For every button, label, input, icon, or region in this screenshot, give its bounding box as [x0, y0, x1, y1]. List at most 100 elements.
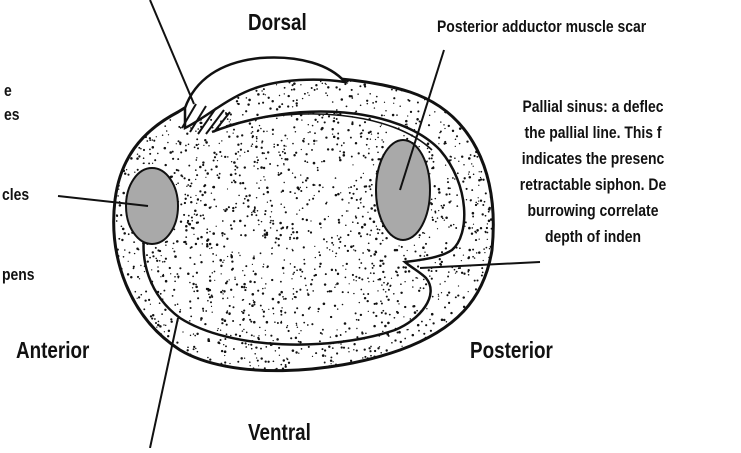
- stipple-dot: [242, 319, 244, 321]
- stipple-dot: [320, 332, 322, 334]
- stipple-dot: [191, 216, 193, 218]
- stipple-dot: [357, 93, 359, 95]
- stipple-dot: [305, 285, 307, 287]
- stipple-dot: [385, 312, 387, 314]
- stipple-dot: [376, 146, 378, 148]
- stipple-dot: [303, 141, 305, 143]
- stipple-dot: [383, 289, 385, 291]
- stipple-dot: [276, 84, 277, 85]
- stipple-dot: [195, 284, 197, 286]
- stipple-dot: [331, 242, 333, 244]
- stipple-dot: [303, 259, 305, 261]
- stipple-dot: [335, 177, 337, 179]
- stipple-dot: [266, 232, 269, 235]
- stipple-dot: [368, 311, 369, 312]
- stipple-dot: [367, 103, 369, 105]
- stipple-dot: [450, 312, 452, 314]
- stipple-dot: [391, 89, 393, 91]
- stipple-dot: [298, 341, 300, 343]
- stipple-dot: [235, 333, 237, 335]
- stipple-dot: [412, 334, 415, 337]
- stipple-dot: [161, 255, 162, 256]
- stipple-dot: [472, 63, 474, 65]
- stipple-dot: [150, 121, 152, 123]
- stipple-dot: [112, 303, 114, 305]
- stipple-dot: [275, 350, 276, 351]
- stipple-dot: [441, 319, 444, 322]
- stipple-dot: [122, 60, 124, 62]
- stipple-dot: [231, 256, 233, 258]
- stipple-dot: [233, 132, 234, 133]
- stipple-dot: [152, 314, 154, 316]
- stipple-dot: [295, 351, 297, 353]
- stipple-dot: [163, 290, 165, 292]
- stipple-dot: [157, 324, 160, 327]
- stipple-dot: [156, 326, 157, 327]
- stipple-dot: [448, 302, 450, 304]
- stipple-dot: [227, 256, 228, 257]
- stipple-dot: [398, 65, 400, 67]
- stipple-dot: [280, 364, 282, 366]
- stipple-dot: [297, 376, 299, 378]
- stipple-dot: [134, 172, 135, 173]
- pallial-sinus-line: the pallial line. This f: [470, 120, 716, 146]
- stipple-dot: [287, 325, 288, 326]
- stipple-dot: [169, 151, 172, 154]
- stipple-dot: [296, 99, 298, 101]
- stipple-dot: [283, 298, 285, 300]
- stipple-dot: [236, 135, 238, 137]
- stipple-dot: [294, 192, 296, 194]
- stipple-dot: [196, 67, 199, 70]
- stipple-dot: [260, 180, 261, 181]
- stipple-dot: [474, 280, 476, 282]
- stipple-dot: [391, 278, 392, 279]
- stipple-dot: [293, 82, 296, 85]
- stipple-dot: [425, 243, 427, 245]
- stipple-dot: [457, 346, 459, 348]
- stipple-dot: [352, 193, 354, 195]
- stipple-dot: [337, 235, 338, 236]
- stipple-dot: [205, 65, 207, 67]
- stipple-dot: [345, 61, 347, 63]
- stipple-dot: [446, 76, 448, 78]
- stipple-dot: [202, 308, 204, 310]
- stipple-dot: [270, 200, 272, 202]
- stipple-dot: [253, 256, 254, 257]
- stipple-dot: [387, 282, 389, 284]
- stipple-dot: [140, 98, 142, 100]
- stipple-dot: [299, 269, 301, 271]
- stipple-dot: [456, 70, 459, 73]
- stipple-dot: [474, 309, 475, 310]
- stipple-dot: [448, 226, 450, 228]
- stipple-dot: [388, 363, 390, 365]
- stipple-dot: [194, 263, 196, 265]
- stipple-dot: [190, 335, 191, 336]
- stipple-dot: [398, 245, 399, 246]
- stipple-dot: [431, 313, 434, 316]
- stipple-dot: [172, 372, 174, 374]
- stipple-dot: [192, 283, 194, 285]
- posterior-label: Posterior: [470, 336, 553, 365]
- stipple-dot: [265, 360, 267, 362]
- stipple-dot: [375, 238, 378, 241]
- stipple-dot: [156, 117, 158, 119]
- stipple-dot: [373, 272, 375, 274]
- stipple-dot: [189, 257, 191, 259]
- stipple-dot: [123, 128, 126, 131]
- stipple-dot: [482, 330, 484, 332]
- stipple-dot: [395, 60, 397, 62]
- stipple-dot: [140, 114, 141, 115]
- stipple-dot: [168, 345, 170, 347]
- stipple-dot: [362, 129, 364, 131]
- stipple-dot: [336, 282, 339, 285]
- stipple-dot: [172, 368, 174, 370]
- stipple-dot: [213, 159, 215, 161]
- stipple-dot: [214, 371, 216, 373]
- stipple-dot: [352, 121, 354, 123]
- stipple-dot: [384, 80, 386, 82]
- stipple-dot: [142, 80, 144, 82]
- stipple-dot: [455, 296, 457, 298]
- stipple-dot: [447, 356, 448, 357]
- stipple-dot: [193, 333, 194, 334]
- stipple-dot: [422, 77, 424, 79]
